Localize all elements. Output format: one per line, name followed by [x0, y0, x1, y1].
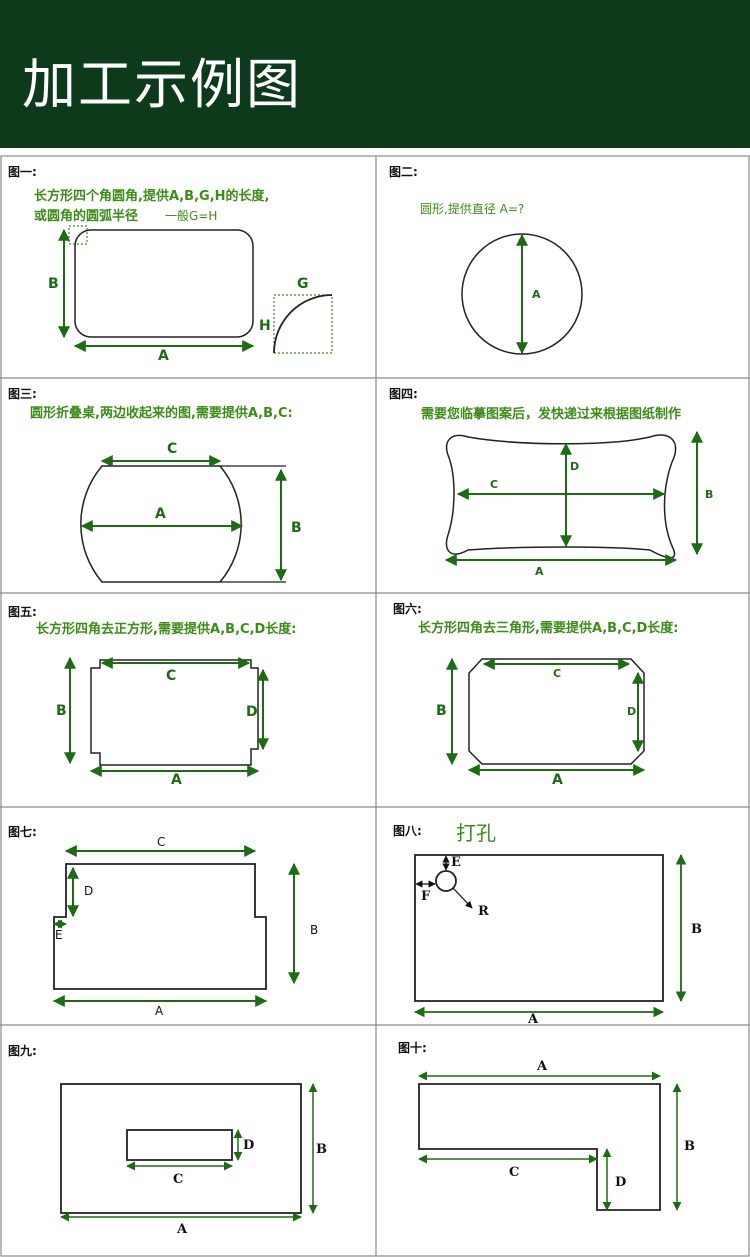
- figure-1: 图一: 长方形四个角圆角,提供A,B,G,H的长度, 或圆角的圆弧半径 一般G=…: [8, 165, 333, 364]
- figure-10: 图十: A B C D: [398, 1040, 695, 1211]
- fig9-letter-b: B: [316, 1142, 327, 1157]
- fig4-desc: 需要您临摹图案后，发快递过来根据图纸制作: [421, 406, 681, 422]
- fig5-label: 图五:: [8, 605, 37, 619]
- fig4-label: 图四:: [389, 387, 418, 401]
- fig4-pattern-shape: [445, 434, 677, 559]
- figure-9: 图九: D C B A: [8, 1043, 327, 1237]
- fig9-cutout: [126, 1129, 233, 1161]
- fig6-desc: 长方形四角去三角形,需要提供A,B,C,D长度:: [418, 620, 679, 636]
- fig4-letter-b: B: [705, 488, 713, 501]
- fig8-letter-e: E: [451, 855, 461, 870]
- fig8-letter-b: B: [691, 922, 702, 937]
- fig1-letter-g: G: [297, 276, 309, 292]
- figures-canvas: 图一: 长方形四个角圆角,提供A,B,G,H的长度, 或圆角的圆弧半径 一般G=…: [0, 155, 750, 1257]
- fig9-letter-a: A: [176, 1222, 188, 1237]
- figure-2: 图二: 圆形,提供直径 A=? A: [389, 165, 583, 355]
- fig1-letter-h: H: [259, 318, 271, 334]
- fig2-letter-a: A: [532, 288, 541, 301]
- fig9-letter-c: C: [173, 1172, 183, 1187]
- figure-7: 图七: C D E B A: [8, 825, 318, 1018]
- fig3-desc: 圆形折叠桌,两边收起来的图,需要提供A,B,C:: [30, 405, 293, 421]
- fig7-letter-a: A: [155, 1004, 164, 1018]
- fig3-letter-b: B: [291, 520, 302, 536]
- figure-3: 图三: 圆形折叠桌,两边收起来的图,需要提供A,B,C: C A B: [8, 387, 302, 583]
- fig6-letter-c: C: [553, 667, 561, 680]
- fig1-zoom-arc: [273, 294, 333, 354]
- fig8-desc: 打孔: [456, 821, 496, 845]
- fig3-letter-c: C: [167, 441, 177, 457]
- page-title: 加工示例图: [22, 53, 302, 116]
- figure-8: 图八: 打孔 E F R B A: [393, 821, 702, 1027]
- fig9-letter-d: D: [243, 1138, 254, 1153]
- fig1-zoom-box: [273, 294, 333, 354]
- fig1-desc-line1: 长方形四个角圆角,提供A,B,G,H的长度,: [34, 188, 269, 204]
- fig7-letter-b: B: [310, 923, 318, 937]
- fig8-letter-f: F: [421, 889, 431, 904]
- fig6-letter-a: A: [552, 772, 563, 788]
- figure-6: 图六: 长方形四角去三角形,需要提供A,B,C,D长度: C B D A: [393, 601, 679, 788]
- fig3-fold-table: [80, 465, 242, 583]
- fig8-plate: [414, 854, 664, 1002]
- fig8-letter-a: A: [527, 1012, 539, 1027]
- fig5-desc: 长方形四角去正方形,需要提供A,B,C,D长度:: [36, 621, 297, 637]
- fig1-note: 一般G=H: [165, 208, 217, 223]
- fig10-l-shape: [418, 1083, 661, 1211]
- fig1-letter-b: B: [48, 276, 59, 292]
- figure-grid: 图一: 长方形四个角圆角,提供A,B,G,H的长度, 或圆角的圆弧半径 一般G=…: [0, 150, 750, 1257]
- fig10-letter-b: B: [684, 1139, 695, 1154]
- fig3-letter-a: A: [155, 506, 166, 522]
- fig2-desc: 圆形,提供直径 A=?: [420, 201, 524, 216]
- fig3-label: 图三:: [8, 387, 37, 401]
- fig1-desc-line2: 或圆角的圆弧半径: [34, 208, 138, 224]
- fig9-label: 图九:: [8, 1043, 37, 1058]
- figure-5: 图五: 长方形四角去正方形,需要提供A,B,C,D长度: C B D A: [8, 605, 297, 788]
- fig10-letter-d: D: [615, 1175, 626, 1190]
- fig5-letter-a: A: [171, 772, 182, 788]
- grid-lines: [0, 155, 750, 1257]
- fig6-label: 图六:: [393, 601, 422, 616]
- fig6-letter-b: B: [436, 703, 447, 719]
- fig10-label: 图十:: [398, 1040, 427, 1055]
- fig5-letter-b: B: [56, 703, 67, 719]
- fig9-plate: [60, 1083, 302, 1214]
- fig7-stepped-shape: [53, 863, 267, 990]
- fig4-letter-d: D: [570, 460, 579, 473]
- fig7-letter-e: E: [55, 928, 63, 942]
- fig1-corner-detail-box: [68, 225, 88, 245]
- fig1-letter-a: A: [158, 348, 169, 364]
- fig4-letter-c: C: [490, 478, 498, 491]
- fig7-letter-c: C: [157, 835, 165, 849]
- fig8-letter-r: R: [478, 904, 489, 919]
- fig8-hole: [435, 870, 457, 892]
- fig10-letter-a: A: [536, 1059, 548, 1074]
- fig7-letter-d: D: [84, 884, 93, 898]
- fig8-arrow-r: [452, 887, 473, 909]
- figure-4: 图四: 需要您临摹图案后，发快递过来根据图纸制作 C D B A: [389, 387, 713, 578]
- fig10-letter-c: C: [509, 1165, 519, 1180]
- fig8-label: 图八:: [393, 824, 422, 838]
- fig1-label: 图一:: [8, 165, 37, 179]
- fig5-letter-d: D: [246, 704, 258, 720]
- fig1-rounded-rect: [74, 229, 254, 338]
- fig6-letter-d: D: [627, 705, 636, 718]
- fig5-letter-c: C: [166, 668, 176, 684]
- fig7-label: 图七:: [8, 825, 37, 839]
- header-banner: 加工示例图: [0, 0, 750, 148]
- fig4-letter-a: A: [535, 565, 544, 578]
- fig2-label: 图二:: [389, 165, 418, 179]
